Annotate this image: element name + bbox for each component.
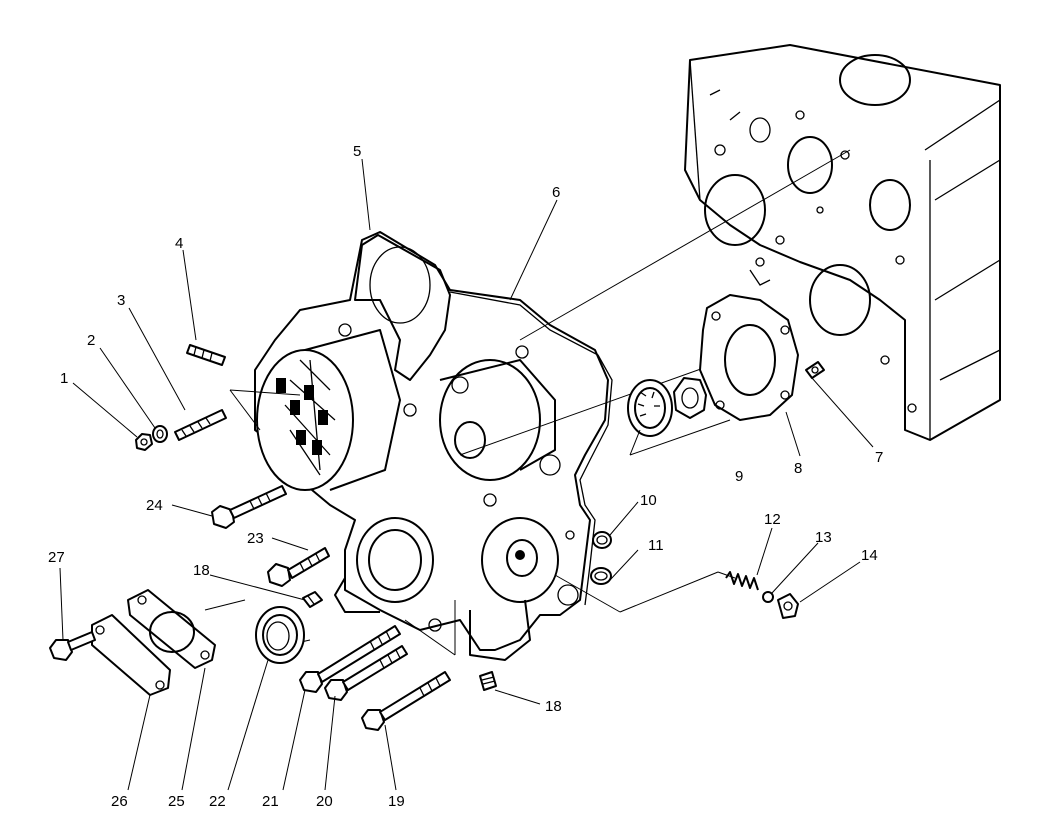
callout-18-upper: 18	[193, 562, 210, 579]
callout-7: 7	[875, 449, 883, 466]
callout-21: 21	[262, 793, 279, 810]
part-1-nut	[135, 433, 153, 451]
callout-leaders	[59, 158, 874, 791]
part-3-stud	[174, 409, 227, 441]
callout-22: 22	[209, 793, 226, 810]
callout-10: 10	[640, 492, 657, 509]
part-14-plug	[777, 593, 799, 619]
callout-5: 5	[353, 143, 361, 160]
callout-12: 12	[764, 511, 781, 528]
part-2-washer	[152, 425, 168, 443]
part-10-o-ring	[592, 531, 612, 549]
part-27-bolt	[49, 631, 96, 661]
part-22-oil-seal	[255, 606, 305, 664]
part-25-gasket	[127, 589, 216, 669]
callout-2: 2	[87, 332, 95, 349]
part-18-plug-upper	[302, 591, 323, 608]
engine-block	[684, 44, 1001, 441]
callout-6: 6	[552, 184, 560, 201]
part-24-bolt	[211, 485, 287, 529]
callout-18-lower: 18	[545, 698, 562, 715]
timing-case	[254, 231, 613, 661]
part-8-pump-cover	[699, 294, 799, 421]
callout-8: 8	[794, 460, 802, 477]
callout-20: 20	[316, 793, 333, 810]
part-7-screw	[805, 361, 825, 379]
part-13-ball	[762, 591, 774, 603]
callout-25: 25	[168, 793, 185, 810]
part-9-oil-pump-rotor	[627, 377, 707, 437]
part-19-bolt	[361, 671, 451, 731]
callout-23: 23	[247, 530, 264, 547]
part-23-bolt	[267, 547, 330, 587]
callout-19: 19	[388, 793, 405, 810]
part-26-cover	[91, 614, 171, 696]
callout-26: 26	[111, 793, 128, 810]
part-21-bolt	[299, 625, 401, 693]
callout-11: 11	[648, 537, 664, 554]
callout-24: 24	[146, 497, 163, 514]
part-11-o-ring	[590, 567, 612, 585]
part-20-bolt	[324, 645, 408, 701]
callout-1: 1	[60, 370, 68, 387]
part-4-stud	[186, 344, 226, 366]
callout-labels: 1 2 3 4 5 6 7 8 9 10 11 12 13 14 18 18 1…	[48, 143, 883, 810]
callout-14: 14	[861, 547, 878, 564]
part-12-spring	[725, 571, 759, 591]
part-18-plug-lower	[479, 671, 497, 691]
callout-13: 13	[815, 529, 832, 546]
callout-3: 3	[117, 292, 125, 309]
callout-4: 4	[175, 235, 183, 252]
callout-27: 27	[48, 549, 65, 566]
callout-9: 9	[735, 468, 743, 485]
